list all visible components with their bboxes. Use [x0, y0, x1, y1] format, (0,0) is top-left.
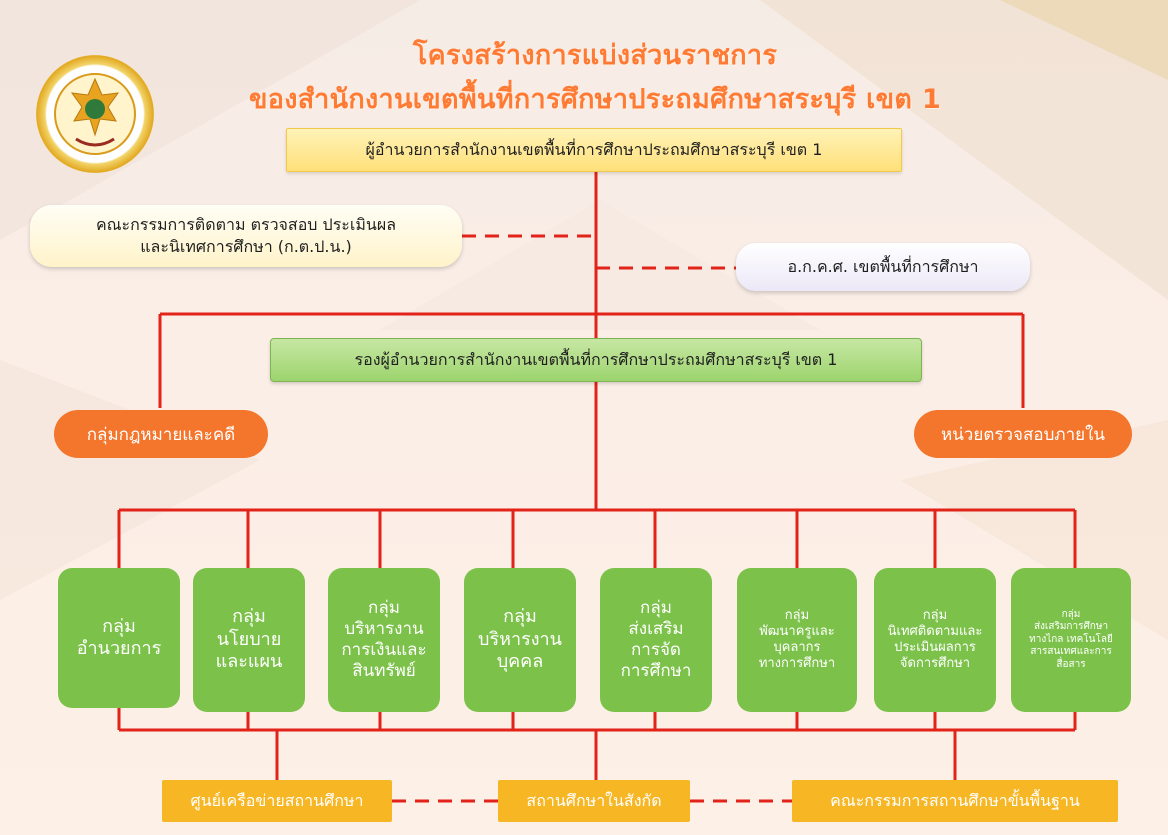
- group-card-line: กลุ่ม: [368, 597, 400, 618]
- group-card-line: กลุ่ม: [102, 615, 136, 637]
- group-card-line: สินทรัพย์: [352, 661, 416, 682]
- group-card-line: ส่งเสริม: [628, 618, 684, 639]
- group-card-line: ทางไกล เทคโนโลยี: [1029, 633, 1113, 645]
- law-group-box: กลุ่มกฎหมายและคดี: [54, 410, 268, 458]
- group-card-line: บริหารงาน: [344, 618, 424, 639]
- committee-line2: และนิเทศการศึกษา (ก.ต.ป.น.): [140, 237, 352, 256]
- group-card-line: สื่อสาร: [1056, 658, 1086, 670]
- group-card-education-promotion: กลุ่ม ส่งเสริม การจัด การศึกษา: [600, 568, 712, 712]
- group-card-line: ประเมินผลการ: [894, 640, 976, 655]
- group-card-line: อำนวยการ: [76, 638, 162, 659]
- group-card-line: ทางการศึกษา: [758, 656, 836, 672]
- office-logo: [36, 55, 154, 173]
- group-card-line: ส่งเสริมการศึกษา: [1033, 621, 1109, 633]
- group-card-line: จัดการศึกษา: [899, 656, 971, 672]
- group-card-line: สารสนเทศและการ: [1030, 646, 1112, 658]
- group-card-line: กลุ่ม: [1061, 608, 1081, 620]
- group-card-line: กลุ่ม: [503, 606, 537, 628]
- group-card-line: บุคคล: [496, 651, 544, 673]
- group-card-line: บุคลากร: [773, 640, 821, 655]
- group-card-line: นิเทศติดตามและ: [887, 623, 983, 639]
- group-card-line: และแผน: [215, 651, 283, 673]
- school-network-box: ศูนย์เครือข่ายสถานศึกษา: [162, 780, 392, 822]
- group-card-line: การศึกษา: [620, 661, 692, 682]
- group-card-line: นโยบาย: [216, 628, 282, 650]
- group-card-ict: กลุ่ม ส่งเสริมการศึกษา ทางไกล เทคโนโลยี …: [1011, 568, 1131, 712]
- group-card-line: กลุ่ม: [640, 597, 672, 618]
- audit-unit-box: หน่วยตรวจสอบภายใน: [914, 410, 1132, 458]
- group-card-line: บริหารงาน: [478, 628, 562, 650]
- chart-title-line1: โครงสร้างการแบ่งส่วนราชการ: [412, 40, 778, 71]
- group-card-admin: กลุ่ม อำนวยการ: [58, 568, 180, 708]
- group-card-line: กลุ่ม: [784, 607, 810, 623]
- committee-box: คณะกรรมการติดตาม ตรวจสอบ ประเมินผล และนิ…: [30, 205, 462, 267]
- group-card-finance: กลุ่ม บริหารงาน การเงินและ สินทรัพย์: [328, 568, 440, 712]
- group-card-line: พัฒนาครูและ: [759, 623, 835, 639]
- director-box: ผู้อำนวยการสำนักงานเขตพื้นที่การศึกษาประ…: [286, 128, 902, 172]
- committee-line1: คณะกรรมการติดตาม ตรวจสอบ ประเมินผล: [95, 215, 397, 235]
- chart-title-line2: ของสำนักงานเขตพื้นที่การศึกษาประถมศึกษาส…: [248, 84, 942, 115]
- group-card-line: การเงินและ: [341, 640, 427, 660]
- deputy-director-box: รองผู้อำนวยการสำนักงานเขตพื้นที่การศึกษา…: [270, 338, 922, 382]
- group-card-personnel: กลุ่ม บริหารงาน บุคคล: [464, 568, 576, 712]
- group-card-supervision: กลุ่ม นิเทศติดตามและ ประเมินผลการ จัดการ…: [874, 568, 996, 712]
- group-card-teacher-development: กลุ่ม พัฒนาครูและ บุคลากร ทางการศึกษา: [737, 568, 857, 712]
- affiliated-schools-box: สถานศึกษาในสังกัด: [498, 780, 690, 822]
- basic-school-board-box: คณะกรรมการสถานศึกษาขั้นพื้นฐาน: [792, 780, 1118, 822]
- group-card-line: กลุ่ม: [922, 607, 948, 623]
- okps-box: อ.ก.ค.ศ. เขตพื้นที่การศึกษา: [736, 243, 1030, 291]
- group-card-line: กลุ่ม: [232, 606, 266, 628]
- group-card-line: การจัด: [631, 640, 681, 660]
- group-card-policy: กลุ่ม นโยบาย และแผน: [193, 568, 305, 712]
